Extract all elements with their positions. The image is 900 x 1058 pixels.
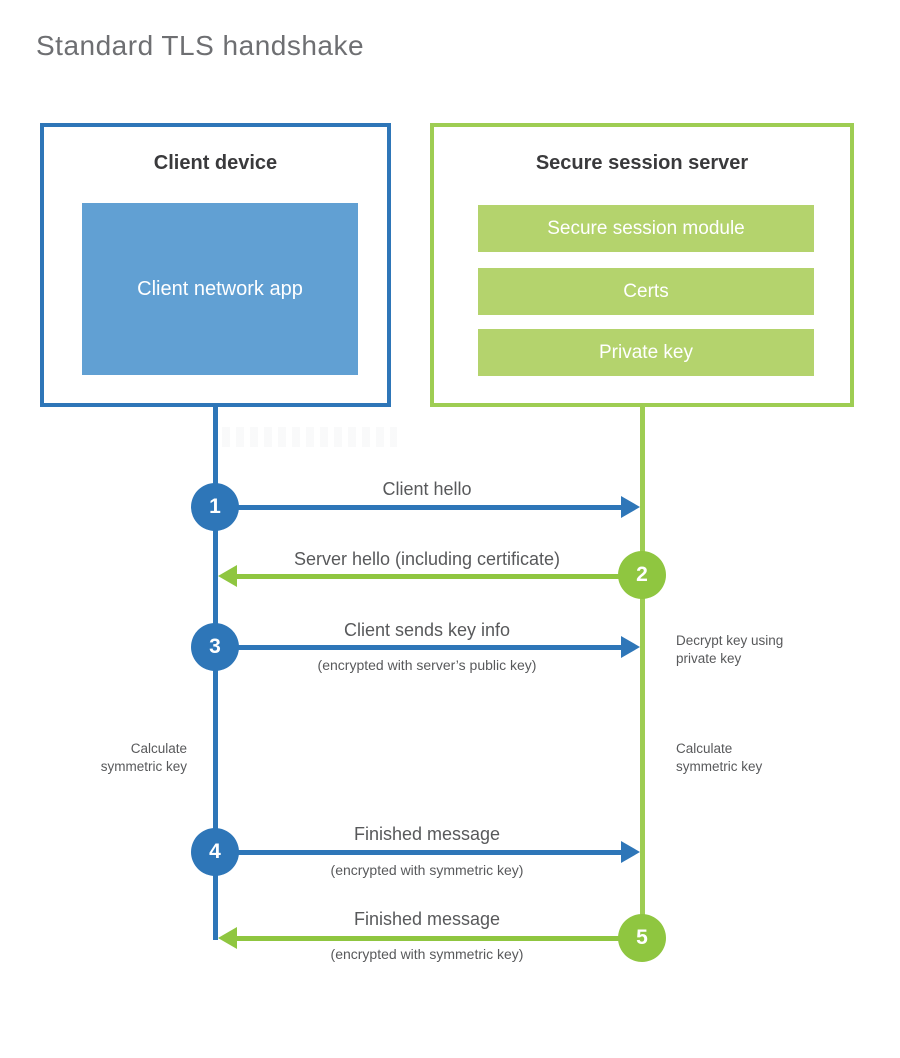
secure-session-server-box: Secure session server Secure session mod… — [430, 123, 854, 407]
arrow-shaft — [236, 574, 642, 579]
arrow-shaft — [215, 505, 622, 510]
step-circle-2: 2 — [618, 551, 666, 599]
step-circle-1: 1 — [191, 483, 239, 531]
server-module-label: Private key — [599, 341, 693, 363]
page-title: Standard TLS handshake — [36, 30, 365, 61]
note-calculate-symmetric-key-client: Calculate symmetric key — [100, 741, 187, 774]
arrow-head-right-icon — [621, 496, 640, 518]
faint-artifact — [222, 427, 397, 447]
step-circle-5: 5 — [618, 914, 666, 962]
message-label: Client sends key info — [343, 620, 511, 640]
client-network-app-label: Client network app — [137, 278, 303, 300]
step-circle-3: 3 — [191, 623, 239, 671]
note-calculate-symmetric-key-server: Calculate symmetric key — [676, 741, 763, 774]
client-network-app-block: Client network app — [82, 203, 358, 375]
message-label: Finished message — [353, 909, 501, 929]
message-label: Server hello (including certificate) — [293, 549, 561, 569]
server-lifeline — [640, 405, 645, 938]
message-sublabel: (encrypted with symmetric key) — [330, 946, 524, 962]
server-module-label: Secure session module — [547, 217, 745, 239]
arrow-head-right-icon — [621, 636, 640, 658]
message-label: Finished message — [353, 824, 501, 844]
secure-session-server-title: Secure session server — [535, 152, 749, 174]
message-sublabel: (encrypted with symmetric key) — [330, 862, 524, 878]
arrow-head-left-icon — [218, 565, 237, 587]
message-label: Client hello — [382, 479, 472, 499]
arrow-shaft — [236, 936, 642, 941]
arrow-head-right-icon — [621, 841, 640, 863]
server-module-block: Private key — [478, 329, 814, 376]
arrow-shaft — [215, 645, 622, 650]
server-module-block: Certs — [478, 268, 814, 315]
client-device-box: Client device Client network app — [40, 123, 391, 407]
message-sublabel: (encrypted with server’s public key) — [317, 657, 537, 673]
client-lifeline — [213, 405, 218, 940]
server-module-label: Certs — [623, 280, 669, 302]
arrow-head-left-icon — [218, 927, 237, 949]
server-module-block: Secure session module — [478, 205, 814, 252]
client-device-title: Client device — [153, 152, 278, 174]
note-decrypt-key: Decrypt key using private key — [676, 633, 784, 666]
arrow-shaft — [215, 850, 622, 855]
step-circle-4: 4 — [191, 828, 239, 876]
